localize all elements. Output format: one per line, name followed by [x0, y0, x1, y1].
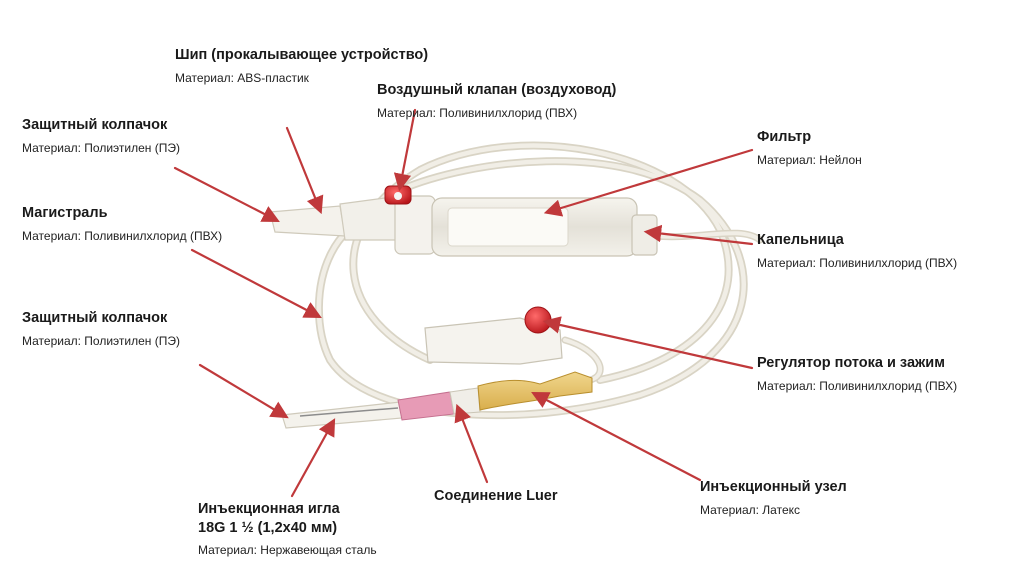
label-spike-title: Шип (прокалывающее устройство) — [175, 47, 429, 63]
injection-site — [477, 371, 593, 411]
label-drip-title: Капельница — [757, 232, 844, 248]
arrow-line — [190, 248, 322, 319]
label-spike: Шип (прокалывающее устройство) Материал:… — [175, 46, 428, 87]
label-cap-bottom-title: Защитный колпачок — [22, 310, 168, 326]
label-luer-title: Соединение Luer — [434, 488, 558, 504]
label-air-valve-material: Материал: Поливинилхлорид (ПВХ) — [377, 106, 578, 120]
needle-assembly — [281, 387, 481, 429]
label-injection-site-material: Материал: Латекс — [700, 503, 801, 517]
flow-regulator — [424, 306, 563, 365]
spike-assembly — [269, 195, 436, 255]
label-injection-site: Инъекционный узел Материал: Латекс — [700, 478, 847, 519]
label-cap-bottom-material: Материал: Полиэтилен (ПЭ) — [22, 334, 180, 348]
label-cap-top: Защитный колпачок Материал: Полиэтилен (… — [22, 116, 180, 157]
label-filter: Фильтр Материал: Нейлон — [757, 128, 862, 169]
arrow-luer — [454, 403, 489, 484]
drip-chamber — [431, 197, 658, 257]
label-luer: Соединение Luer — [434, 487, 558, 506]
label-filter-material: Материал: Нейлон — [757, 153, 862, 167]
tubing — [314, 141, 764, 420]
arrow-spike — [285, 126, 324, 215]
label-needle-size: 18G 1 ½ (1,2x40 мм) — [198, 520, 338, 536]
label-injection-site-title: Инъекционный узел — [700, 479, 847, 495]
label-needle-material: Материал: Нержавеющая сталь — [198, 543, 377, 557]
label-needle: Инъекционная игла 18G 1 ½ (1,2x40 мм) Ма… — [198, 500, 377, 559]
label-line-title: Магистраль — [22, 205, 108, 221]
label-air-valve: Воздушный клапан (воздуховод) Материал: … — [377, 81, 616, 122]
arrow-cap-bottom — [198, 363, 289, 419]
label-cap-bottom: Защитный колпачок Материал: Полиэтилен (… — [22, 309, 180, 350]
label-cap-top-title: Защитный колпачок — [22, 117, 168, 133]
label-regulator-material: Материал: Поливинилхлорид (ПВХ) — [757, 379, 958, 393]
label-cap-top-material: Материал: Полиэтилен (ПЭ) — [22, 141, 180, 155]
arrow-injection-site — [531, 391, 702, 482]
label-needle-title: Инъекционная игла — [198, 501, 340, 517]
air-valve — [384, 185, 412, 205]
arrow-regulator — [542, 316, 754, 370]
arrow-filter — [543, 148, 754, 217]
label-regulator: Регулятор потока и зажим Материал: Полив… — [757, 354, 957, 395]
label-regulator-title: Регулятор потока и зажим — [757, 355, 945, 371]
arrow-air-valve — [393, 108, 417, 192]
label-drip: Капельница Материал: Поливинилхлорид (ПВ… — [757, 231, 957, 272]
label-line-material: Материал: Поливинилхлорид (ПВХ) — [22, 229, 223, 243]
label-spike-material: Материал: ABS-пластик — [175, 71, 309, 85]
label-drip-material: Материал: Поливинилхлорид (ПВХ) — [757, 256, 958, 270]
arrow-cap-top — [173, 166, 280, 223]
label-line: Магистраль Материал: Поливинилхлорид (ПВ… — [22, 204, 222, 245]
arrow-drip — [643, 224, 754, 246]
label-filter-title: Фильтр — [757, 129, 812, 145]
arrow-needle — [290, 418, 336, 498]
callout-arrows — [173, 108, 754, 498]
label-air-valve-title: Воздушный клапан (воздуховод) — [377, 82, 617, 98]
